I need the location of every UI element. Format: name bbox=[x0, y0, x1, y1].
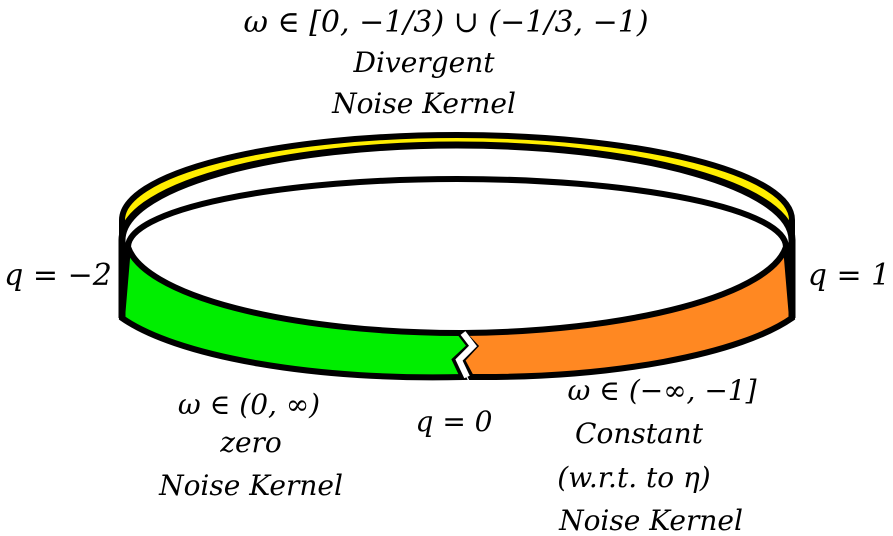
ring-band-left bbox=[118, 245, 475, 381]
ring-inner-back-edge bbox=[125, 176, 789, 248]
ring-outer-top-edge bbox=[118, 141, 796, 241]
ring-band-top bbox=[119, 132, 795, 241]
left-label-line1: zero bbox=[219, 426, 282, 459]
top-label-line2: Noise Kernel bbox=[331, 87, 516, 120]
top-omega-range: ω ∈ [0, −1/3) ∪ (−1/3, −1) bbox=[243, 5, 648, 40]
right-omega-range: ω ∈ (−∞, −1] bbox=[567, 374, 756, 407]
bottom-q-label: q = 0 bbox=[416, 405, 493, 438]
right-label-line2: (w.r.t. to η) bbox=[557, 461, 710, 494]
left-label-line2: Noise Kernel bbox=[158, 469, 343, 502]
right-q-label: q = 1 bbox=[808, 258, 891, 293]
left-omega-range: ω ∈ (0, ∞) bbox=[178, 388, 320, 421]
ring-break bbox=[455, 331, 477, 379]
left-q-label: q = −2 bbox=[4, 258, 112, 293]
right-label-line3: Noise Kernel bbox=[558, 504, 743, 536]
top-label-line1: Divergent bbox=[353, 46, 496, 79]
ring-band-right bbox=[456, 245, 796, 381]
right-label-line1: Constant bbox=[575, 417, 704, 450]
